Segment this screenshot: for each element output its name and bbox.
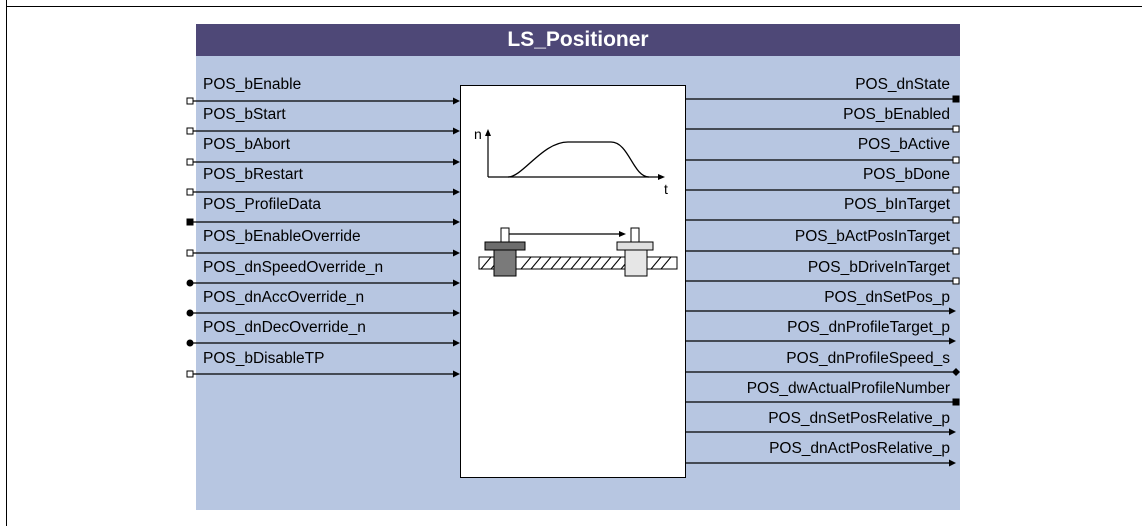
input-label-pos-profiledata: POS_ProfileData	[203, 196, 322, 213]
block-title: LS_Positioner	[196, 24, 960, 56]
input-arrow-icon-pos-profiledata	[453, 218, 460, 226]
input-port-pos-profiledata	[186, 218, 194, 226]
input-label-pos-dnspeedoverride-n: POS_dnSpeedOverride_n	[203, 259, 384, 276]
travel-arrow-icon	[619, 231, 626, 237]
output-label-pos-dnsetpos-p: POS_dnSetPos_p	[824, 289, 950, 306]
output-label-pos-dwactualprofilenumber: POS_dwActualProfileNumber	[746, 380, 950, 397]
output-port-pos-dnactposrelative-p	[949, 459, 956, 467]
target-carriage	[616, 227, 654, 277]
input-arrow-icon-pos-brestart	[453, 188, 460, 196]
input-arrow-icon-pos-benable	[453, 97, 460, 105]
output-port-pos-bdriveintarget	[952, 277, 960, 285]
y-axis-label: n	[474, 126, 482, 142]
input-port-pos-dndecoverride-n	[186, 339, 194, 347]
input-arrow-icon-pos-dnspeedoverride-n	[453, 279, 460, 287]
input-port-pos-bdisabletp	[186, 370, 194, 378]
output-port-pos-dnprofiletarget-p	[949, 337, 956, 345]
input-label-pos-benableoverride: POS_bEnableOverride	[203, 228, 361, 245]
output-label-pos-dnprofilespeed-s: POS_dnProfileSpeed_s	[786, 350, 950, 367]
input-label-pos-benable: POS_bEnable	[203, 76, 302, 93]
input-label-pos-brestart: POS_bRestart	[203, 166, 303, 183]
output-port-pos-dnsetposrelative-p	[949, 428, 956, 436]
input-arrow-icon-pos-babort	[453, 158, 460, 166]
input-label-pos-babort: POS_bAbort	[203, 136, 291, 153]
start-carriage	[484, 227, 526, 277]
input-arrow-icon-pos-benableoverride	[453, 249, 460, 257]
output-port-pos-dwactualprofilenumber	[952, 398, 960, 406]
output-label-pos-bdone: POS_bDone	[862, 166, 950, 183]
output-label-pos-bactposintarget: POS_bActPosInTarget	[794, 228, 950, 245]
frame-left-border	[6, 0, 7, 526]
x-axis-label: t	[664, 181, 668, 197]
output-label-pos-dnstate: POS_dnState	[855, 76, 950, 93]
output-label-pos-bintarget: POS_bInTarget	[844, 196, 950, 213]
input-port-pos-dnspeedoverride-n	[186, 279, 194, 287]
frame-top-border	[6, 6, 1142, 7]
input-port-pos-babort	[186, 158, 194, 166]
input-arrow-icon-pos-bstart	[453, 127, 460, 135]
x-axis-arrow-icon	[658, 174, 665, 180]
speed-profile-curve	[507, 141, 650, 178]
y-axis-arrow-icon	[485, 129, 491, 136]
motion-profile-illustration: n t	[474, 126, 678, 277]
output-label-pos-bactive: POS_bActive	[857, 136, 950, 153]
output-label-pos-bdriveintarget: POS_bDriveInTarget	[807, 259, 950, 276]
input-label-pos-dndecoverride-n: POS_dnDecOverride_n	[203, 319, 366, 336]
input-arrow-icon-pos-dnaccoverride-n	[453, 309, 460, 317]
output-label-pos-dnsetposrelative-p: POS_dnSetPosRelative_p	[768, 410, 950, 427]
input-label-pos-dnaccoverride-n: POS_dnAccOverride_n	[203, 289, 365, 306]
output-port-pos-bactposintarget	[952, 247, 960, 255]
input-port-pos-benable	[186, 97, 194, 105]
input-arrow-icon-pos-bdisabletp	[453, 370, 460, 378]
output-port-pos-benabled	[952, 125, 960, 133]
output-label-pos-dnprofiletarget-p: POS_dnProfileTarget_p	[787, 319, 950, 336]
input-port-pos-dnaccoverride-n	[186, 309, 194, 317]
input-port-pos-bstart	[186, 127, 194, 135]
input-port-pos-brestart	[186, 188, 194, 196]
output-label-pos-dnactposrelative-p: POS_dnActPosRelative_p	[769, 440, 950, 457]
output-port-pos-bintarget	[952, 216, 960, 224]
input-label-pos-bdisabletp: POS_bDisableTP	[203, 350, 325, 367]
output-label-pos-benabled: POS_bEnabled	[843, 106, 950, 123]
output-port-pos-bdone	[952, 186, 960, 194]
block-diagram-box: n t	[460, 85, 686, 478]
output-port-pos-dnprofilespeed-s	[952, 368, 960, 376]
input-label-pos-bstart: POS_bStart	[203, 106, 286, 123]
input-arrow-icon-pos-dndecoverride-n	[453, 339, 460, 347]
output-port-pos-dnsetpos-p	[949, 307, 956, 315]
input-port-pos-benableoverride	[186, 249, 194, 257]
output-port-pos-bactive	[952, 156, 960, 164]
output-port-pos-dnstate	[952, 95, 960, 103]
